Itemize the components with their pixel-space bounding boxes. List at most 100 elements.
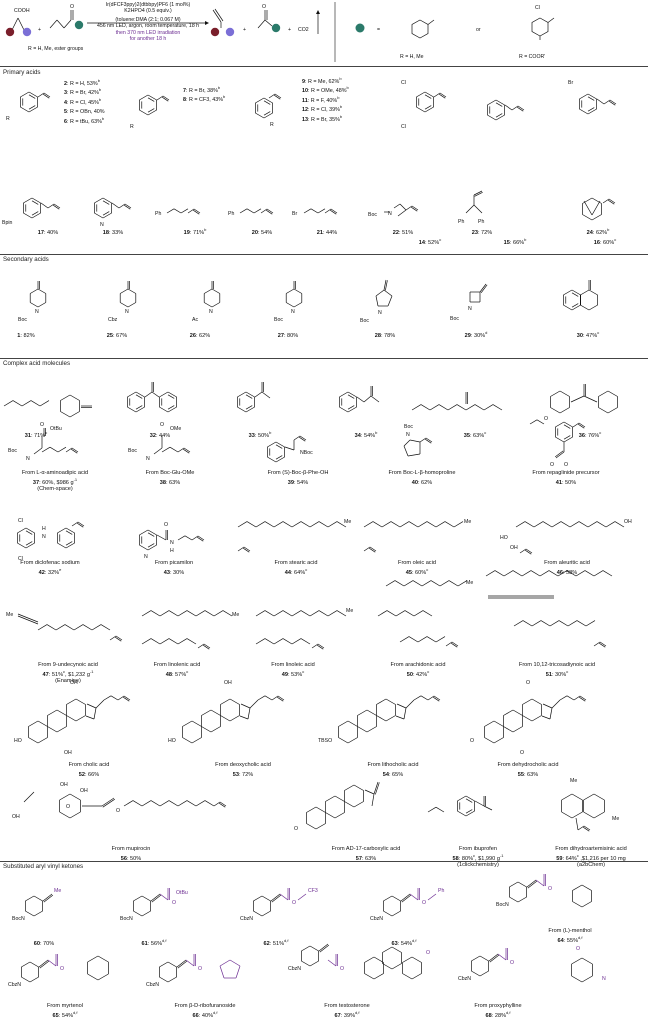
bond: [197, 643, 205, 649]
bond: [572, 422, 580, 428]
compound-label-33: 33: 50%b: [240, 430, 280, 439]
bond: [493, 737, 504, 744]
bond: [492, 404, 503, 411]
bond: [411, 205, 419, 211]
r-list-item: 2: R = H, 53%b: [64, 78, 100, 87]
source-name: From diclofenac sodium: [20, 560, 80, 566]
mol-32-svg: [126, 382, 178, 413]
yield-line: 64: 55%d,f: [557, 934, 583, 944]
bond: [391, 963, 402, 970]
atom-label: N: [42, 534, 46, 540]
source-name: From proxyphylline: [474, 1003, 522, 1009]
bond: [338, 737, 349, 744]
bond: [319, 944, 330, 953]
reaction-scheme: COOH + O R = H, Me, ester groups + O + C…: [5, 2, 555, 62]
bond: [571, 304, 581, 311]
bond: [334, 795, 345, 802]
bond: [427, 695, 435, 701]
bond: [394, 580, 405, 587]
yield-line: 45: 60%c: [405, 566, 429, 576]
bond: [69, 811, 81, 819]
bond: [191, 737, 202, 744]
bond: [123, 696, 130, 702]
bond: [123, 800, 134, 807]
bond: [177, 800, 188, 807]
bond: [77, 521, 85, 527]
bond: [409, 893, 419, 901]
cond-base: K2HPO4 (0.5 equiv.): [124, 8, 172, 15]
bond: [139, 544, 149, 551]
bond: [71, 521, 79, 527]
bond: [509, 896, 519, 903]
yield-line: 25: 67%: [106, 332, 128, 339]
bond: [527, 880, 538, 889]
bond: [318, 610, 329, 617]
bond: [245, 394, 253, 399]
mol-58: [426, 780, 516, 835]
bond: [377, 610, 388, 617]
bond: [127, 302, 136, 308]
yield-line: 20: 54%: [251, 229, 273, 236]
bond: [315, 806, 326, 813]
bond: [273, 610, 284, 617]
mol-47: Me: [6, 600, 126, 665]
bond: [144, 391, 153, 398]
mol-29-svg: NBoc: [450, 283, 488, 322]
bond: [237, 406, 247, 413]
atom-label: O: [340, 966, 344, 972]
compound-label-62: 62: 51%d,f: [256, 938, 296, 947]
mol-2-6: R: [4, 80, 64, 135]
bond: [369, 547, 376, 553]
bond: [82, 624, 93, 631]
bond: [38, 959, 49, 968]
bond: [23, 212, 33, 219]
yield-line: 61: 56%d,f: [141, 938, 167, 947]
bond: [211, 288, 220, 294]
atom-label: R: [6, 116, 10, 122]
bond: [282, 638, 293, 645]
bond: [571, 289, 581, 296]
bond: [495, 113, 503, 118]
bond: [177, 638, 188, 645]
bond: [580, 289, 590, 296]
bond: [197, 536, 204, 542]
bond: [403, 439, 411, 447]
bond: [261, 910, 271, 917]
bond: [306, 806, 317, 813]
methyl-ketone-o: O: [262, 4, 266, 10]
bond: [201, 726, 212, 733]
bond: [135, 405, 143, 410]
bond: [237, 391, 247, 398]
bond: [531, 715, 542, 722]
bond: [21, 976, 31, 983]
atom-label: N: [209, 309, 213, 315]
atom-label: Boc: [8, 448, 17, 454]
bond: [591, 214, 602, 221]
bond: [115, 635, 123, 641]
bond: [391, 910, 401, 917]
bond: [139, 94, 149, 101]
bond: [176, 959, 187, 968]
atom-label: Cl: [18, 518, 23, 524]
bond: [334, 812, 345, 819]
bond: [264, 695, 273, 701]
bond: [151, 391, 160, 398]
yield-line: 51: 30%c: [545, 668, 569, 678]
section-complex: Complex acid molecules: [3, 360, 71, 367]
bond: [447, 404, 458, 411]
bond: [395, 715, 405, 720]
source-vendor: (1clickchemistry): [457, 862, 499, 869]
bond: [325, 812, 336, 819]
bond: [203, 644, 210, 650]
bond: [465, 795, 475, 802]
bond: [17, 527, 27, 534]
